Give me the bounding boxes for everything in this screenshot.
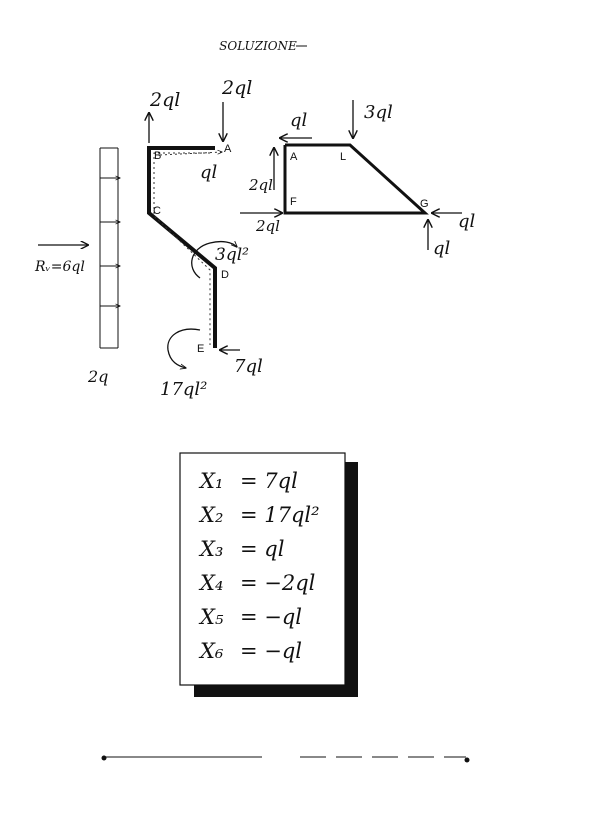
right-structure: A L F G ql 3ql 2ql 2ql ql ql (240, 100, 476, 259)
left-frame-dotted-line (153, 152, 211, 345)
left-frame-beam (147, 146, 217, 348)
load-ql-top: ql (290, 110, 308, 131)
label-A: A (224, 143, 232, 155)
load-moment-D: 3ql² (215, 245, 249, 265)
load-distributed: 2q (87, 367, 108, 386)
result-value: = ql (240, 537, 284, 561)
result-name: X₃ (198, 537, 223, 561)
bottom-dot-left (101, 755, 107, 761)
load-ql-horizontal: ql (200, 162, 218, 183)
result-name: X₂ (198, 503, 223, 527)
moment-arc-D (191, 242, 237, 279)
load-2ql-vertical: 2ql (248, 176, 273, 194)
result-value: = 17ql² (240, 503, 320, 527)
label-C: C (153, 205, 161, 217)
left-structure: B A C D E 2ql 2ql ql 3ql² 17ql² 7ql (149, 77, 263, 400)
load-moment-E: 17ql² (160, 379, 207, 400)
result-value: = −2ql (240, 571, 315, 595)
load-ql-G-horizontal: ql (458, 211, 476, 232)
load-reaction: Rᵥ=6ql (34, 259, 85, 275)
load-3ql: 3ql (364, 102, 393, 123)
distributed-load: 2q Rᵥ=6ql (34, 147, 120, 386)
label-L: L (340, 151, 346, 163)
label-D: D (221, 269, 229, 281)
result-name: X₄ (198, 571, 223, 595)
result-name: X₁ (198, 469, 223, 493)
results-box-frame (179, 452, 346, 686)
result-value: = −ql (240, 605, 302, 629)
bottom-lines (101, 755, 470, 763)
label-B: B (154, 150, 161, 162)
result-value: = 7ql (240, 469, 298, 493)
load-ql-G-vertical: ql (433, 238, 451, 259)
result-value: = −ql (240, 639, 302, 663)
load-2ql-down: 2ql (221, 77, 252, 99)
load-force-E: 7ql (234, 356, 263, 377)
bottom-dot-right (464, 757, 470, 763)
right-frame (283, 143, 429, 215)
load-2ql-up: 2ql (149, 89, 180, 111)
result-name: X₅ (198, 605, 224, 629)
moment-arc-E (167, 328, 201, 368)
label-F: F (290, 196, 297, 208)
label-G: G (420, 198, 429, 210)
label-A-right: A (290, 151, 298, 163)
page-title: SOLUZIONE (219, 39, 297, 53)
dotted-arrow-B-A (159, 152, 222, 156)
result-name: X₆ (198, 639, 224, 663)
load-2ql-horizontal: 2ql (255, 217, 280, 235)
label-E: E (197, 343, 204, 355)
